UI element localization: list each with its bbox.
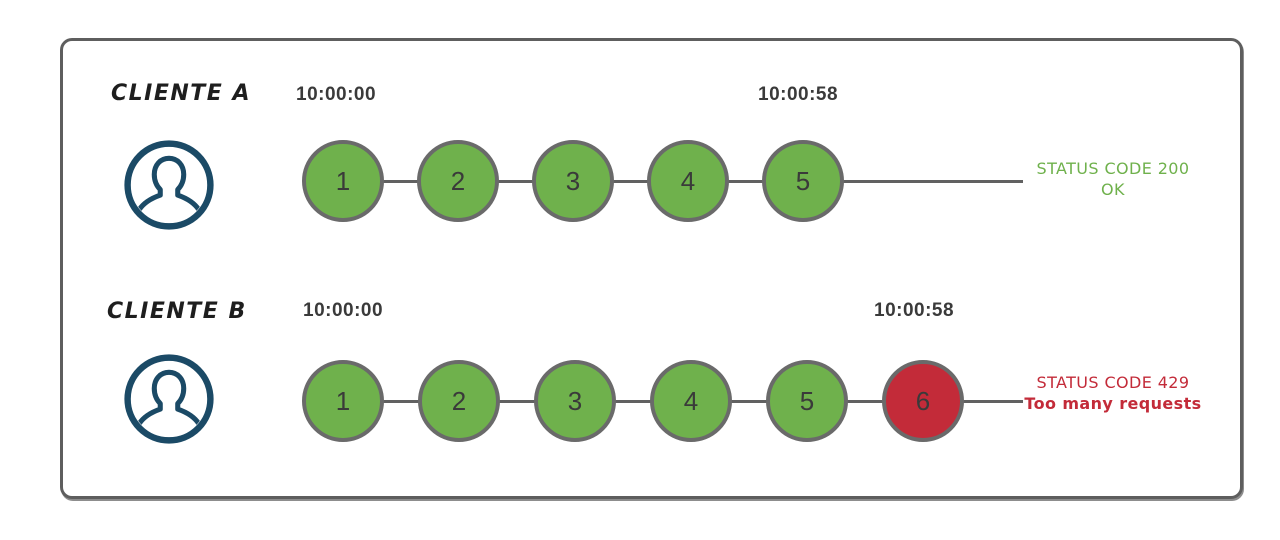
request-circle-b6: 6 xyxy=(882,360,964,442)
request-circle-a2: 2 xyxy=(417,140,499,222)
client-b-label: CLIENTE B xyxy=(107,299,247,324)
request-circle-a4: 4 xyxy=(647,140,729,222)
timeline-a-end-time: 10:00:58 xyxy=(758,84,839,105)
status-a: STATUS CODE 200 OK xyxy=(1013,158,1213,200)
user-a-icon xyxy=(123,139,215,231)
request-circle-b1: 1 xyxy=(302,360,384,442)
request-circle-b4: 4 xyxy=(650,360,732,442)
diagram-panel: CLIENTE A 10:00:00 10:00:58 1 2 3 4 5 ST… xyxy=(60,38,1243,499)
timeline-a-start-time: 10:00:00 xyxy=(296,84,377,105)
timeline-b-start-time: 10:00:00 xyxy=(303,300,384,321)
request-circle-a1: 1 xyxy=(302,140,384,222)
timeline-b-end-time: 10:00:58 xyxy=(874,300,955,321)
status-a-code-line: STATUS CODE 200 xyxy=(1036,159,1190,178)
request-circle-b2: 2 xyxy=(418,360,500,442)
request-circle-b5: 5 xyxy=(766,360,848,442)
request-circle-b3: 3 xyxy=(534,360,616,442)
status-b: STATUS CODE 429 Too many requests xyxy=(1013,372,1213,414)
client-a-label: CLIENTE A xyxy=(111,81,252,106)
status-a-message-line: OK xyxy=(1101,180,1125,199)
status-b-message-line: Too many requests xyxy=(1024,394,1202,413)
user-b-icon xyxy=(123,353,215,445)
request-circle-a5: 5 xyxy=(762,140,844,222)
status-b-code-line: STATUS CODE 429 xyxy=(1036,373,1190,392)
request-circle-a3: 3 xyxy=(532,140,614,222)
